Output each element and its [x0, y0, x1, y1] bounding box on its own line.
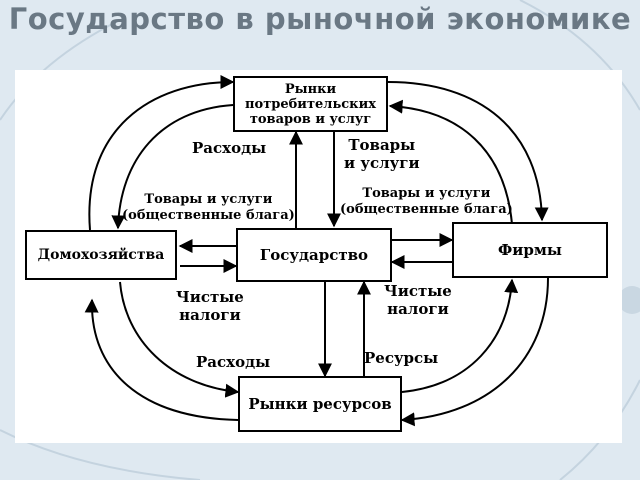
label-net-taxes-left: Чистые налоги [176, 288, 244, 324]
arrow-inner-top-left [111, 104, 234, 230]
label-expenses-bottom: Расходы [196, 353, 271, 371]
arrow-outer-top-left [88, 75, 235, 231]
arrow-inner-bottom-left [119, 281, 240, 398]
node-consumer-market: Рынки потребительских товаров и услуг [233, 76, 388, 132]
node-government-label: Государство [259, 246, 369, 264]
label-goods-services-top: Товары и услуги [344, 136, 420, 172]
arrow-inner-bottom-right [401, 278, 519, 393]
node-firms: Фирмы [452, 222, 608, 278]
arrow-inner-top-right [388, 99, 513, 225]
arrow-outer-bottom-left [84, 298, 239, 421]
label-resources: Ресурсы [364, 349, 439, 367]
arrow-outer-bottom-right [400, 277, 549, 427]
node-firms-label: Фирмы [498, 241, 562, 259]
label-public-goods-left: Товары и услуги (общественные блага) [122, 192, 295, 223]
page-title: Государство в рыночной экономике [8, 2, 632, 36]
node-households: Домохозяйства [25, 230, 177, 280]
node-resource-market-label: Рынки ресурсов [248, 395, 392, 413]
node-consumer-market-label: Рынки потребительских товаров и услуг [245, 81, 376, 127]
node-households-label: Домохозяйства [37, 247, 165, 263]
label-expenses-top: Расходы [192, 139, 267, 157]
node-government: Государство [236, 228, 392, 282]
label-public-goods-right: Товары и услуги (общественные блага) [340, 186, 513, 217]
node-resource-market: Рынки ресурсов [238, 376, 402, 432]
label-net-taxes-right: Чистые налоги [384, 282, 452, 318]
arrow-outer-top-right [387, 81, 549, 222]
